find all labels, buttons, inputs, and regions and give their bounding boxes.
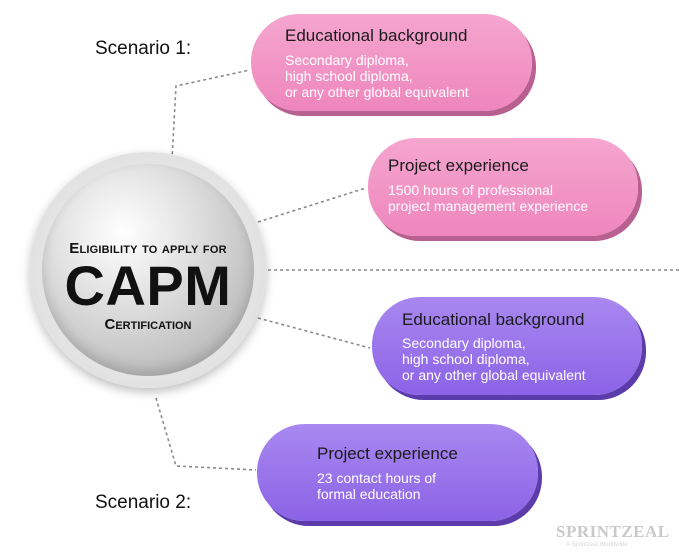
box-line: or any other global equivalent [285,84,469,100]
connector-scenario2-exp [155,397,257,471]
scenario-1-label: Scenario 1: [95,38,192,59]
connector-scenario2-edu [257,317,371,349]
box-line: Secondary diploma, [285,52,409,68]
box-line: high school diploma, [285,68,413,84]
box-line: Secondary diploma, [402,335,526,351]
box-title: Educational background [402,310,585,329]
box-title: Educational background [285,26,468,45]
box-scenario2-education: Educational background Secondary diploma… [372,297,642,395]
sprintzeal-logo-subtitle: A Sprintzeal Worldwide [566,542,628,548]
box-title: Project experience [388,156,529,175]
box-scenario1-education: Educational background Secondary diploma… [251,14,532,111]
box-scenario2-experience: Project experience 23 contact hours of f… [257,424,538,521]
box-line: 23 contact hours of [317,470,437,486]
box-title: Project experience [317,444,458,463]
center-eligibility-text: Eligibility to apply for [69,240,227,257]
connector-scenario1-exp [257,187,367,223]
box-line: or any other global equivalent [402,367,586,383]
box-scenario1-experience: Project experience 1500 hours of profess… [368,138,638,236]
box-line: project management experience [388,198,589,214]
center-circle [42,164,254,376]
box-line: 1500 hours of professional [388,182,553,198]
sprintzeal-logo: SPRINTZEAL [556,522,670,541]
scenario-2-label: Scenario 2: [95,492,192,513]
center-certification-text: Certification [104,316,192,333]
box-line: high school diploma, [402,351,530,367]
box-line: formal education [317,486,421,502]
center-capm-text: CAPM [64,254,232,317]
